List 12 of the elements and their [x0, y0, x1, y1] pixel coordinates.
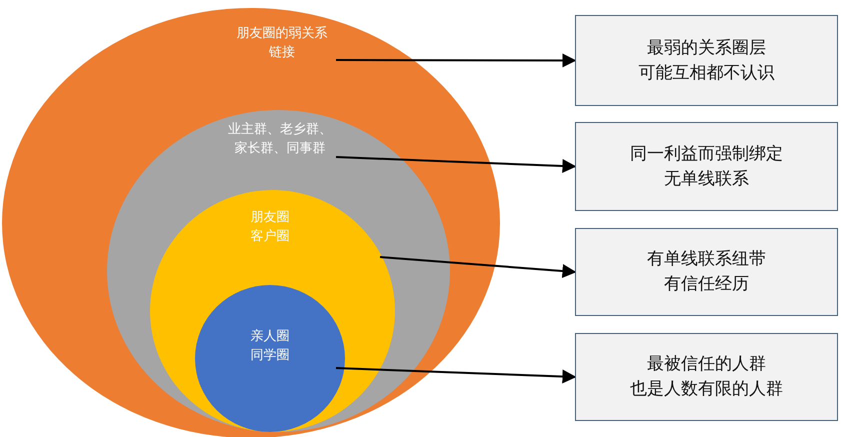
- circle-label: 朋友圈的弱关系链接: [236, 25, 328, 62]
- description-box: 同一利益而强制绑定无单线联系: [575, 122, 838, 211]
- circle-label: 朋友圈客户圈: [250, 209, 290, 246]
- arrow: [336, 53, 576, 68]
- description-box: 有单线联系纽带有信任经历: [575, 228, 838, 316]
- description-box: 最弱的关系圈层可能互相都不认识: [575, 15, 838, 106]
- arrow: [336, 367, 576, 384]
- arrow: [336, 156, 576, 173]
- circle-label: 业主群、老乡群、家长群、同事群: [227, 121, 333, 158]
- arrow: [380, 256, 576, 278]
- description-box: 最被信任的人群也是人数有限的人群: [575, 333, 838, 421]
- circle-label: 亲人圈同学圈: [250, 328, 290, 365]
